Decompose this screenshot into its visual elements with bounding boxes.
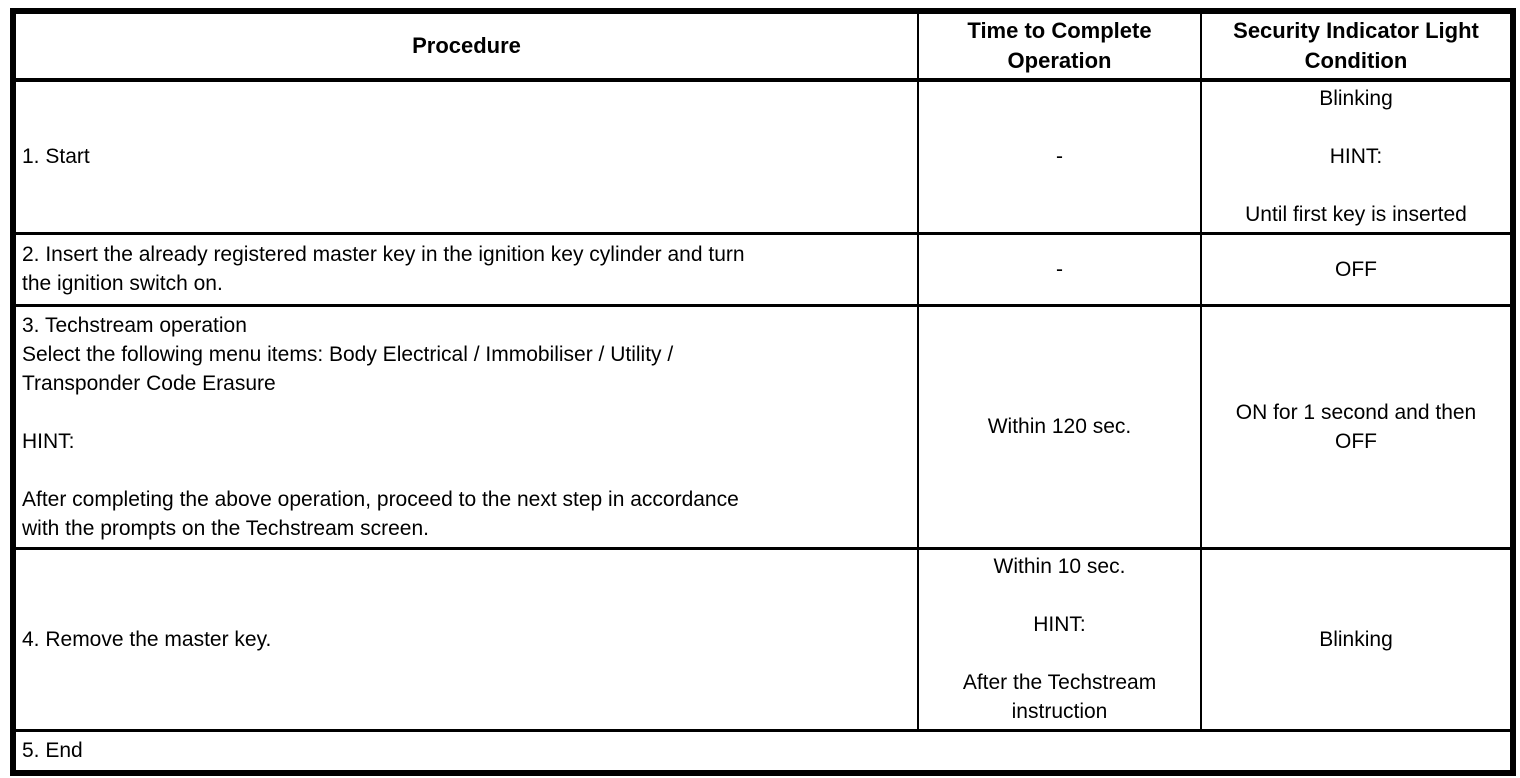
table-row-step-4: 4. Remove the master key. Within 10 sec.…: [12, 546, 1514, 732]
procedure-cell: 1. Start: [12, 78, 919, 235]
security-cell: OFF: [1200, 231, 1514, 307]
header-row: Procedure Time to Complete Operation Sec…: [12, 9, 1514, 82]
procedure-cell: 4. Remove the master key.: [12, 546, 919, 732]
table-row-step-1: 1. Start - Blinking HINT: Until first ke…: [12, 78, 1514, 235]
time-cell: Within 120 sec.: [917, 303, 1202, 550]
column-header-time: Time to Complete Operation: [917, 9, 1202, 82]
table-row-step-5: 5. End: [12, 728, 1514, 775]
procedure-cell: 5. End: [12, 728, 1514, 775]
security-cell: Blinking HINT: Until first key is insert…: [1200, 78, 1514, 235]
time-cell: Within 10 sec. HINT: After the Techstrea…: [917, 546, 1202, 732]
column-header-security: Security Indicator Light Condition: [1200, 9, 1514, 82]
procedure-table: Procedure Time to Complete Operation Sec…: [10, 8, 1516, 776]
security-cell: ON for 1 second and then OFF: [1200, 303, 1514, 550]
time-cell: -: [917, 78, 1202, 235]
table-row-step-2: 2. Insert the already registered master …: [12, 231, 1514, 307]
security-cell: Blinking: [1200, 546, 1514, 732]
table-row-step-3: 3. Techstream operation Select the follo…: [12, 303, 1514, 550]
column-header-procedure: Procedure: [12, 9, 919, 82]
procedure-cell: 2. Insert the already registered master …: [12, 231, 919, 307]
time-cell: -: [917, 231, 1202, 307]
procedure-cell: 3. Techstream operation Select the follo…: [12, 303, 919, 550]
